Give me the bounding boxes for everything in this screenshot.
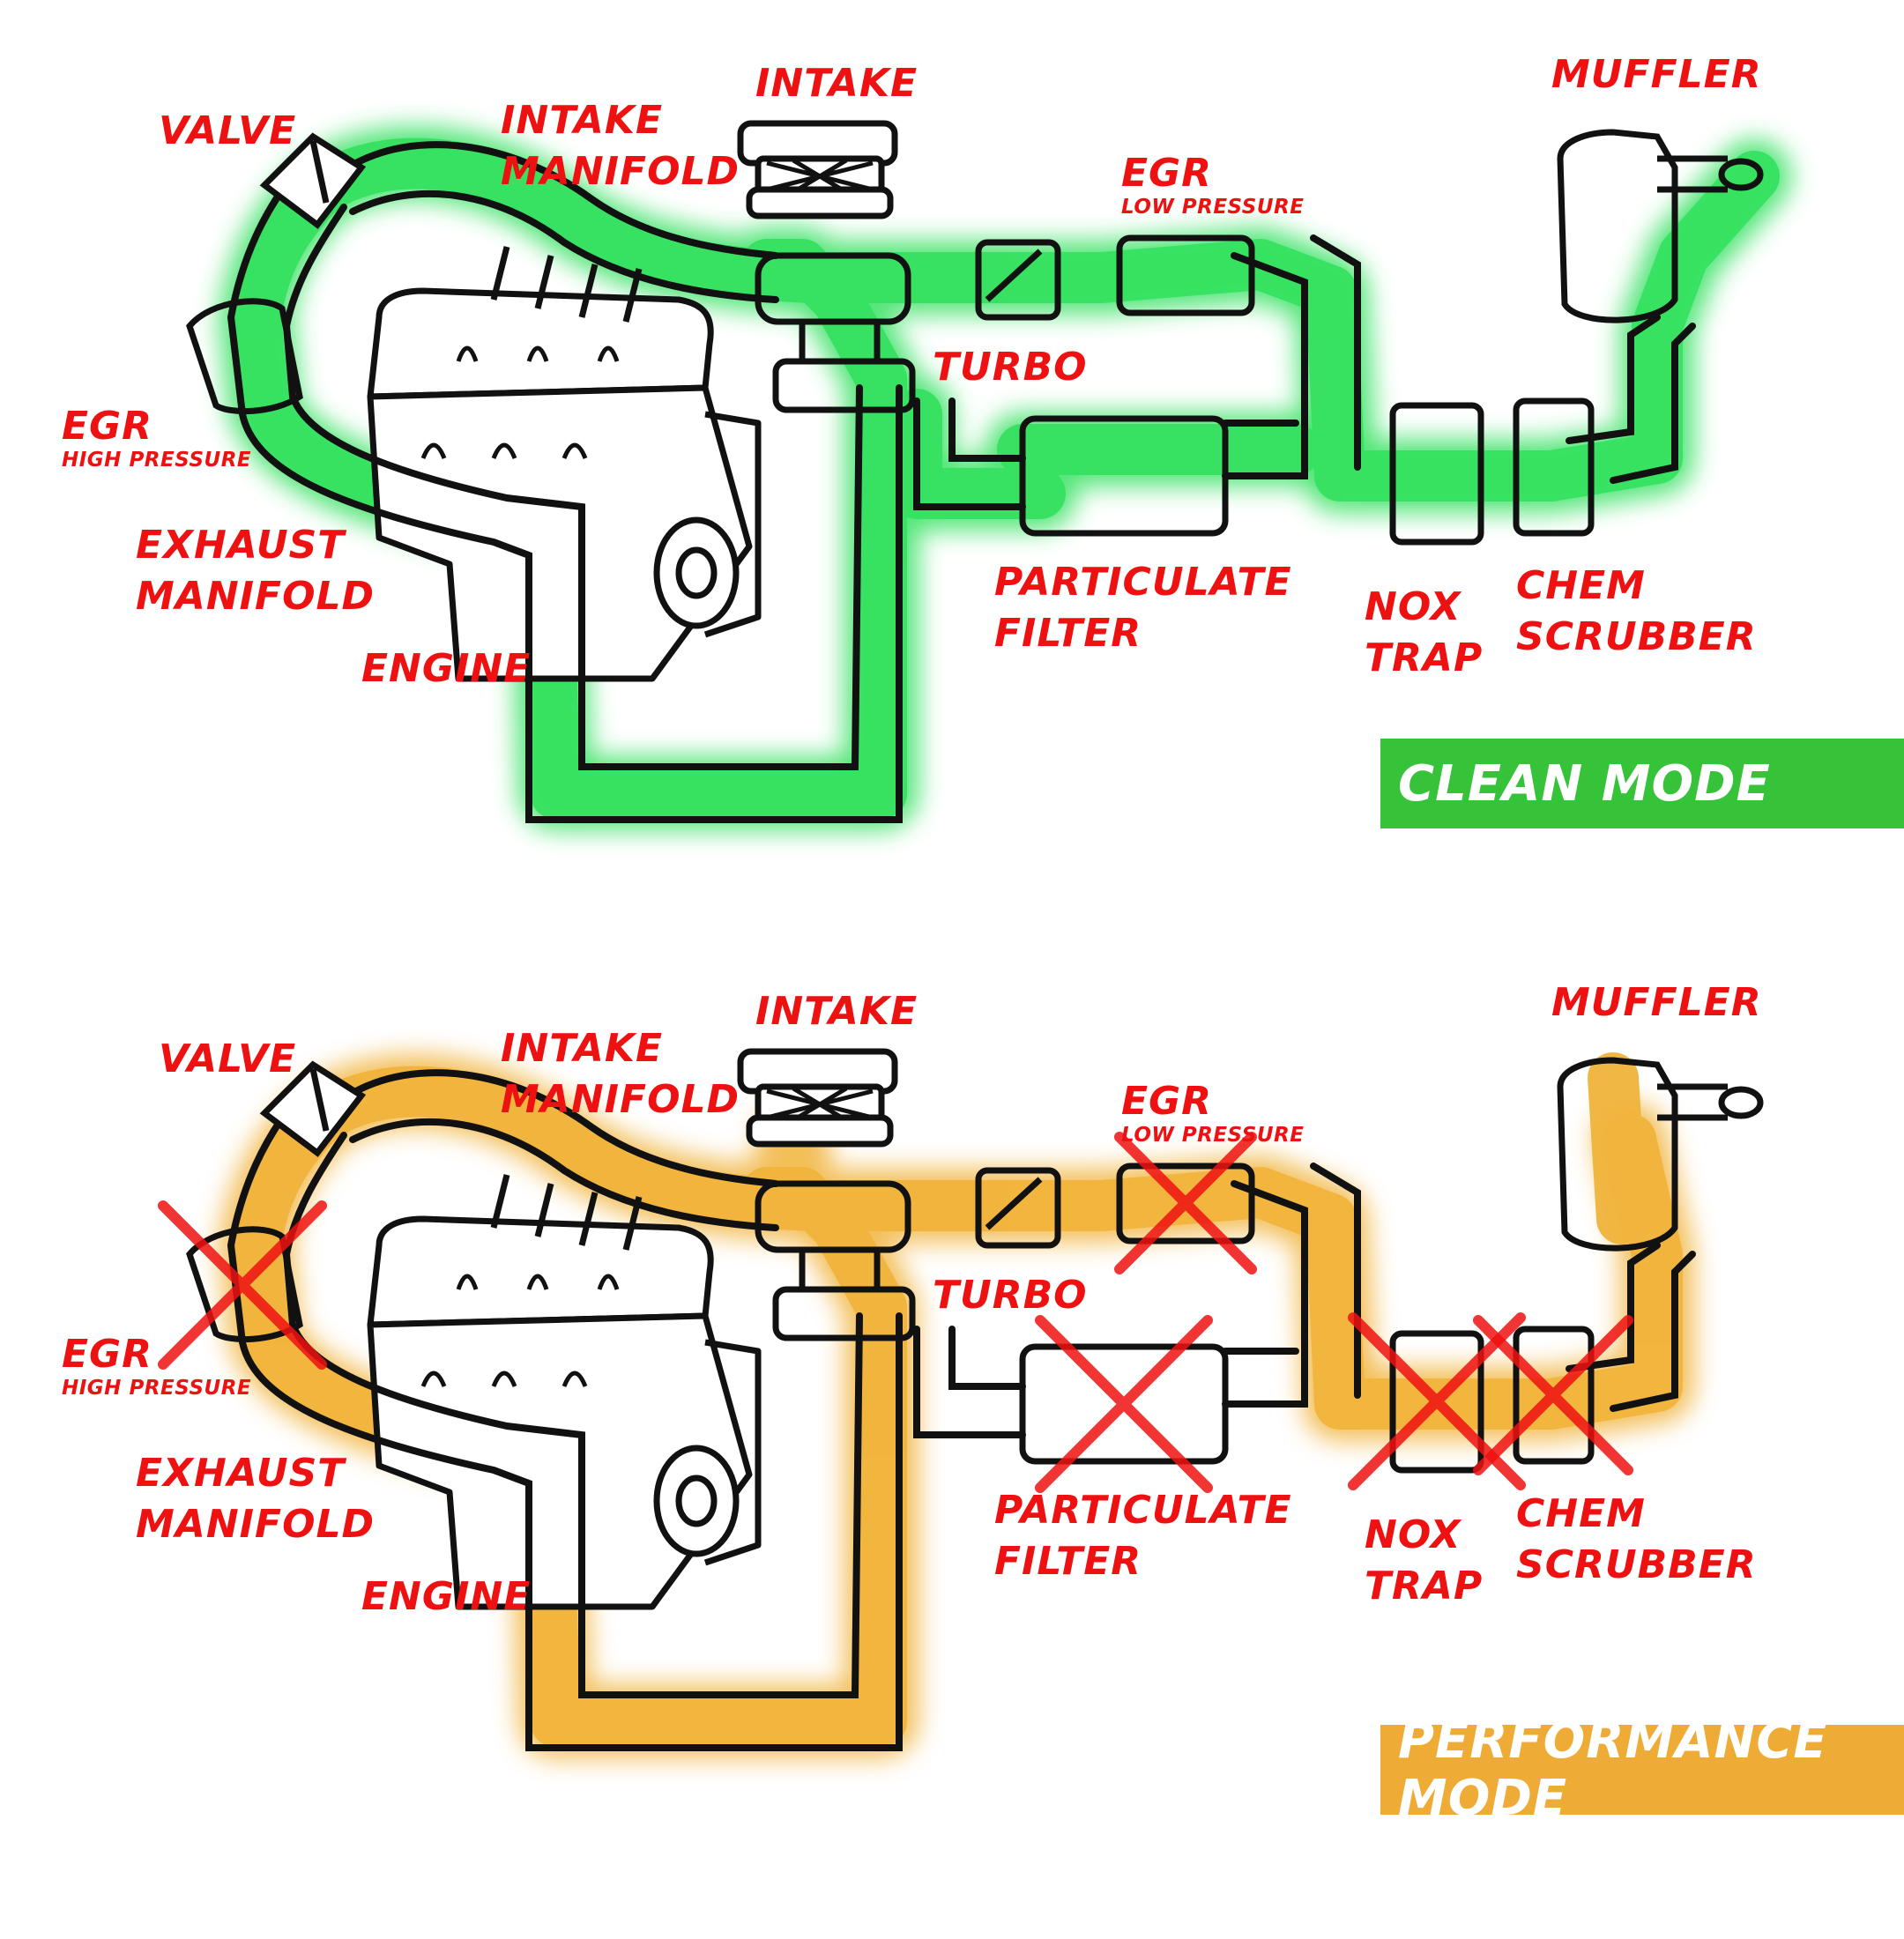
exhaust-manifold-label-line2: MANIFOLD [136, 1502, 376, 1547]
intake-manifold-label-line2: MANIFOLD [501, 1077, 740, 1122]
egr-low-pressure-valve [975, 1167, 1061, 1249]
intake-label: INTAKE [755, 989, 918, 1034]
exhaust-manifold-label: EXHAUST MANIFOLD [136, 520, 375, 622]
performance-mode-banner: PERFORMANCE MODE [1380, 1712, 1904, 1827]
valve-label: VALVE [159, 1036, 297, 1081]
engine-block [367, 287, 762, 682]
nox-trap-label-line2: TRAP [1365, 635, 1484, 680]
intake-manifold-label: INTAKE MANIFOLD [501, 95, 740, 197]
valve-label: VALVE [159, 108, 297, 153]
egr-high-label-main: EGR [62, 1332, 153, 1377]
intake-manifold-label-line1: INTAKE [501, 98, 663, 143]
muffler-label: MUFFLER [1551, 980, 1762, 1025]
particulate-filter [1019, 1343, 1229, 1465]
intake-manifold-label-line2: MANIFOLD [501, 149, 740, 194]
particulate-filter-disabled-cross [1035, 1315, 1213, 1493]
chem-scrubber-label: CHEM SCRUBBER [1516, 561, 1757, 663]
clean-mode-panel: VALVE INTAKE MANIFOLD INTAKE MUFFLER EGR… [0, 0, 1904, 952]
intake-manifold-label: INTAKE MANIFOLD [501, 1023, 740, 1126]
nox-trap [1389, 402, 1484, 546]
egr-high-label-sub: HIGH PRESSURE [62, 449, 252, 472]
egr-low-pressure-cooler [1116, 1163, 1255, 1244]
performance-mode-panel: VALVE INTAKE MANIFOLD INTAKE MUFFLER EGR… [0, 928, 1904, 1880]
intake-filter [737, 120, 898, 219]
muffler-label: MUFFLER [1551, 52, 1762, 97]
chem-scrubber [1513, 397, 1595, 537]
nox-trap-label: NOX TRAP [1365, 1510, 1483, 1612]
chem-scrubber-label-line2: SCRUBBER [1516, 1542, 1757, 1587]
particulate-filter [1019, 415, 1229, 537]
particulate-filter-label-line1: PARTICULATE [994, 1488, 1292, 1533]
exhaust-manifold-label-line1: EXHAUST [136, 523, 346, 568]
egr-low-pressure-label: EGR LOW PRESSURE [1121, 1076, 1304, 1147]
disabled-crosses [158, 1132, 1633, 1493]
particulate-filter-label-line2: FILTER [994, 1539, 1142, 1584]
turbo [755, 1180, 916, 1341]
turbo-label: TURBO [933, 345, 1088, 390]
chem-scrubber-label-line2: SCRUBBER [1516, 614, 1757, 659]
exhaust-manifold-label-line2: MANIFOLD [136, 574, 376, 619]
clean-mode-schematic [186, 120, 1791, 830]
muffler [1557, 129, 1764, 323]
intake-label: INTAKE [755, 61, 918, 106]
egr-low-pressure-cooler [1116, 234, 1255, 316]
particulate-filter-label-line2: FILTER [994, 611, 1142, 656]
nox-trap-label-line2: TRAP [1365, 1564, 1484, 1608]
muffler [1557, 1057, 1764, 1252]
egr-high-label-main: EGR [62, 404, 153, 449]
intake-manifold [490, 1174, 643, 1251]
nox-trap-label: NOX TRAP [1365, 582, 1483, 684]
performance-mode-schematic [158, 1048, 1764, 1758]
chem-scrubber-label-line1: CHEM [1516, 1491, 1646, 1536]
egr-low-label-sub: LOW PRESSURE [1121, 1124, 1305, 1147]
engine-label: ENGINE [361, 1574, 532, 1619]
chem-scrubber-label-line1: CHEM [1516, 563, 1646, 608]
valve [259, 1060, 367, 1157]
nox-trap-label-line1: NOX [1365, 1512, 1461, 1557]
turbo-label: TURBO [933, 1273, 1088, 1318]
egr-high-disabled-cross [158, 1200, 327, 1370]
intake-manifold-label-line1: INTAKE [501, 1026, 663, 1071]
intake-manifold [490, 246, 643, 323]
chem-scrubber-label: CHEM SCRUBBER [1516, 1489, 1757, 1591]
egr-high-label-sub: HIGH PRESSURE [62, 1377, 252, 1400]
egr-high-pressure-label: EGR HIGH PRESSURE [62, 401, 251, 472]
intake-filter [737, 1048, 898, 1148]
egr-high-pressure-cooler [186, 1226, 303, 1342]
exhaust-manifold-label-line1: EXHAUST [136, 1451, 346, 1496]
egr-high-pressure-cooler [186, 298, 303, 414]
pipe-outlines [227, 141, 1696, 823]
nox-trap [1389, 1330, 1484, 1474]
particulate-filter-label: PARTICULATE FILTER [994, 557, 1292, 659]
engine-label: ENGINE [361, 646, 532, 691]
turbo [755, 252, 916, 413]
egr-low-label-sub: LOW PRESSURE [1121, 196, 1305, 219]
egr-low-label-main: EGR [1121, 1079, 1213, 1124]
particulate-filter-label: PARTICULATE FILTER [994, 1485, 1292, 1587]
egr-high-pressure-label: EGR HIGH PRESSURE [62, 1329, 251, 1400]
egr-low-label-main: EGR [1121, 151, 1213, 196]
nox-trap-label-line1: NOX [1365, 584, 1461, 629]
chem-scrubber [1513, 1326, 1595, 1465]
chem-scrubber-disabled-cross [1473, 1315, 1633, 1475]
egr-low-pressure-valve [975, 239, 1061, 321]
pipe-outlines [227, 1069, 1696, 1751]
clean-mode-banner: CLEAN MODE [1380, 739, 1904, 828]
egr-low-disabled-cross [1114, 1132, 1257, 1274]
particulate-filter-label-line1: PARTICULATE [994, 560, 1292, 605]
engine-block [367, 1215, 762, 1610]
exhaust-manifold-label: EXHAUST MANIFOLD [136, 1448, 375, 1550]
valve [259, 132, 367, 229]
egr-low-pressure-label: EGR LOW PRESSURE [1121, 148, 1304, 219]
